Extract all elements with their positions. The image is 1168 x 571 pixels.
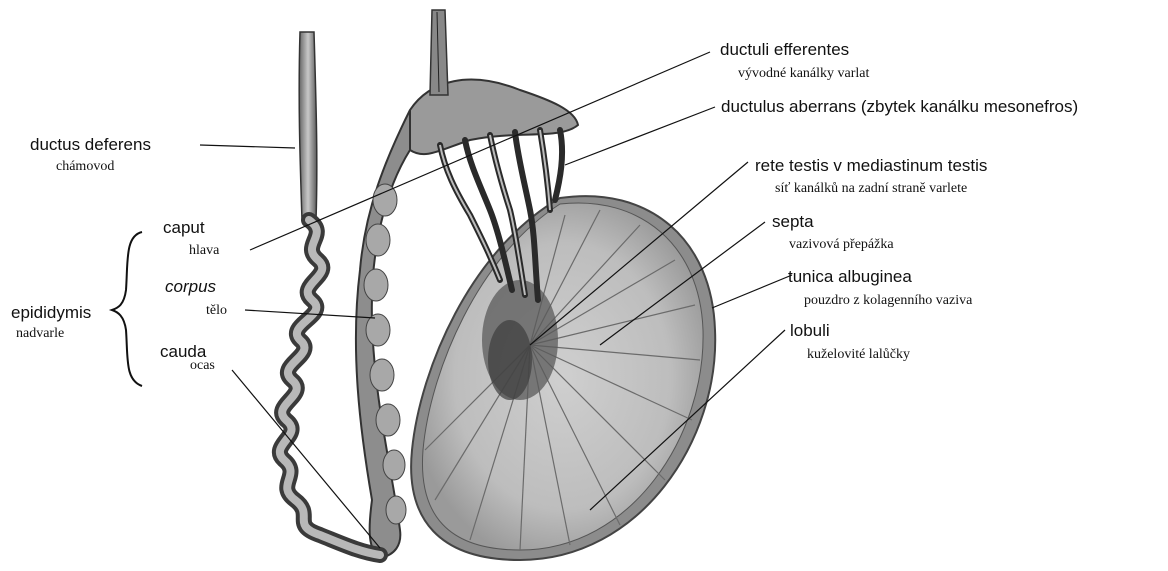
rete-testis-label: rete testis v mediastinum testis xyxy=(755,156,987,176)
lobuli-czech-label: kuželovité lalůčky xyxy=(807,346,910,363)
tunica-albuginea-czech-label: pouzdro z kolagenního vaziva xyxy=(804,292,972,309)
ductuli-efferentes-label: ductuli efferentes xyxy=(720,40,849,60)
cauda-czech-label: ocas xyxy=(190,357,215,374)
corpus-czech-label: tělo xyxy=(206,302,227,319)
ductuli-efferentes-czech-label: vývodné kanálky varlat xyxy=(738,65,869,82)
spermatic-cord xyxy=(430,10,448,95)
septa-label: septa xyxy=(772,212,814,232)
lobuli-label: lobuli xyxy=(790,321,830,341)
epididymis-body xyxy=(356,110,410,558)
ductus-deferens-czech-label: chámovod xyxy=(56,158,114,175)
epididymis-label: epididymis xyxy=(11,303,91,323)
epididymis-czech-label: nadvarle xyxy=(16,325,64,342)
ductus-deferens-label: ductus deferens xyxy=(30,135,151,155)
testis-parenchyma xyxy=(422,203,703,550)
epididymis-brace xyxy=(112,232,142,386)
caput-label: caput xyxy=(163,218,205,238)
tunica-albuginea-label: tunica albuginea xyxy=(788,267,912,287)
septa-czech-label: vazivová přepážka xyxy=(789,236,894,253)
rete-testis-czech-label: síť kanálků na zadní straně varlete xyxy=(775,180,967,197)
corpus-label: corpus xyxy=(165,277,216,297)
caput-czech-label: hlava xyxy=(189,242,219,259)
testis-body xyxy=(411,196,715,560)
mediastinum-testis xyxy=(482,280,558,400)
ductulus-aberrans-label: ductulus aberrans (zbytek kanálku mesone… xyxy=(721,97,1078,117)
